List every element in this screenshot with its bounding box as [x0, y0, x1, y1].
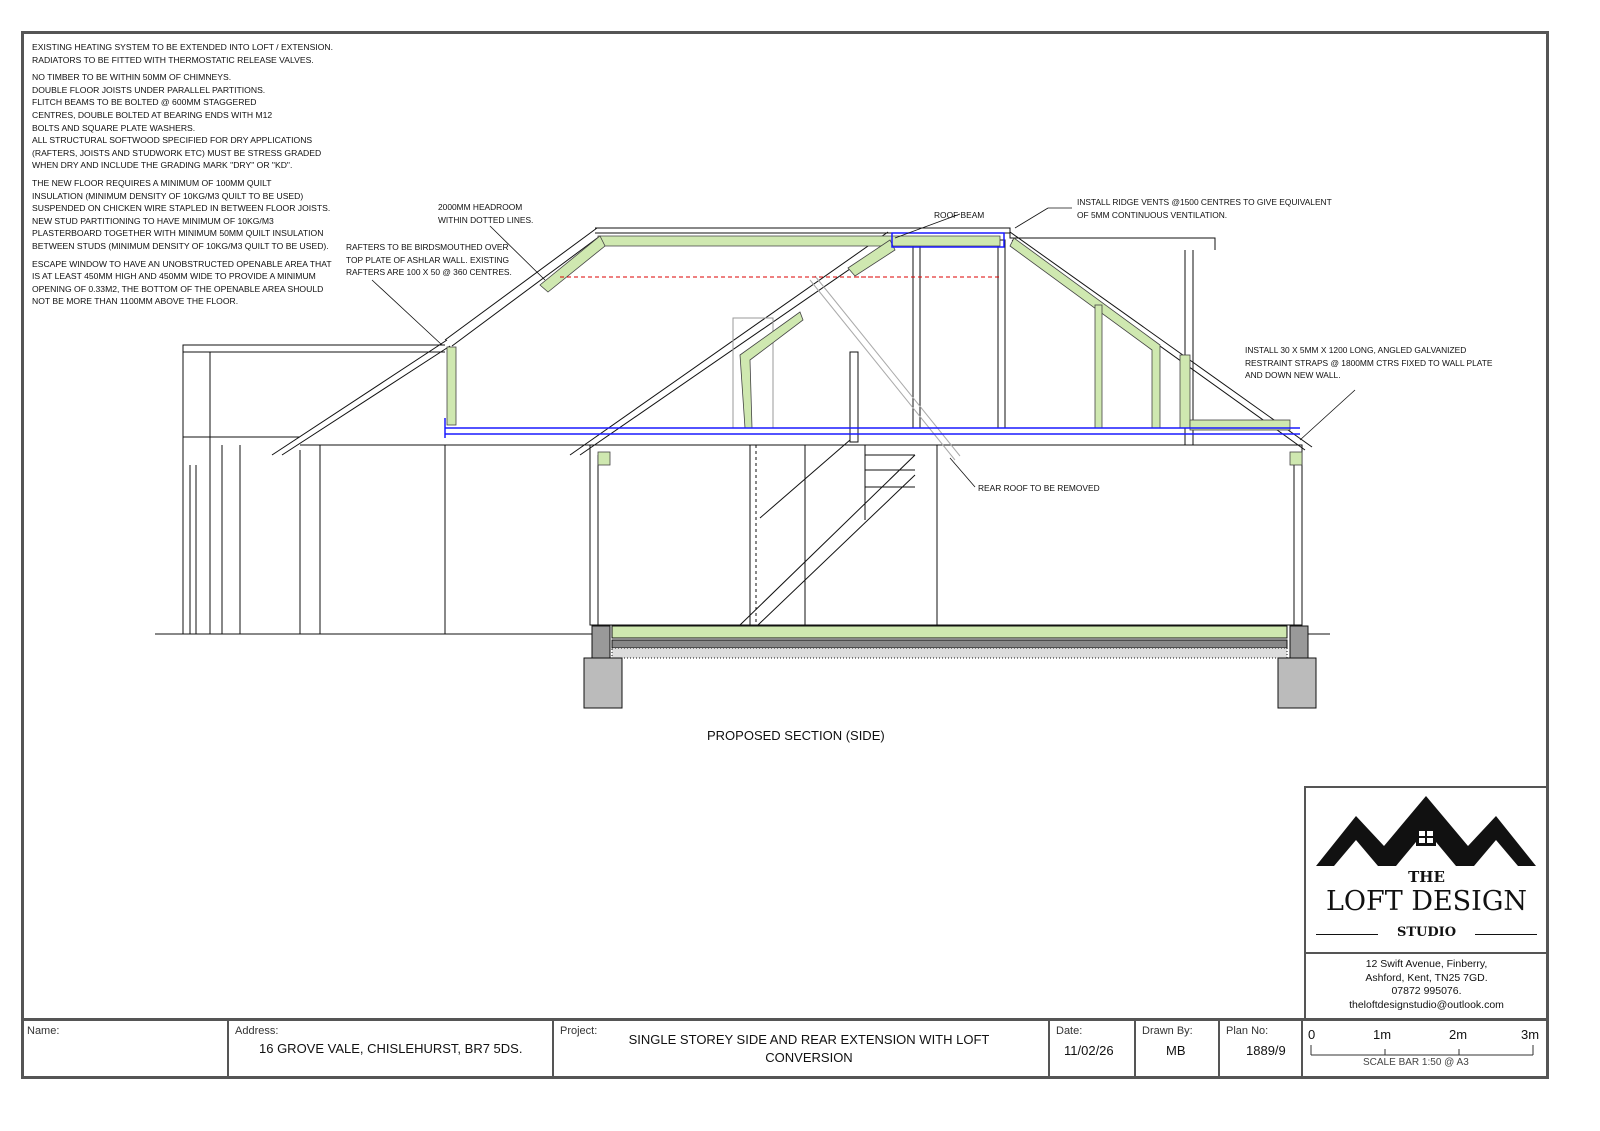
project-value: SINGLE STOREY SIDE AND REAR EXTENSION WI…: [628, 1032, 990, 1065]
roof-beam-annotation: ROOF BEAM: [934, 210, 985, 220]
general-notes: EXISTING HEATING SYSTEM TO BE EXTENDED I…: [32, 41, 352, 313]
scale-bar: 0 1m 2m 3m SCALE BAR 1:50 @ A3: [1303, 1021, 1546, 1079]
scale-tick-0: 0: [1308, 1027, 1316, 1042]
scale-tick-1m: 1m: [1373, 1027, 1392, 1042]
address-line: Ashford, Kent, TN25 7GD.: [1365, 971, 1488, 984]
staircase: [739, 454, 916, 626]
plan-no-cell: Plan No: 1889/9: [1220, 1021, 1303, 1079]
drawn-by-cell: Drawn By: MB: [1136, 1021, 1220, 1079]
note-floor: THE NEW FLOOR REQUIRES A MINIMUM OF 100M…: [32, 177, 331, 251]
project-cell: Project: SINGLE STOREY SIDE AND REAR EXT…: [554, 1021, 1050, 1079]
ridge-vents-annotation: INSTALL RIDGE VENTS @1500 CENTRES TO GIV…: [1077, 197, 1332, 220]
phone: 07872 995076.: [1391, 985, 1462, 997]
scale-bar-line: [1310, 1045, 1534, 1056]
date-label: Date:: [1056, 1025, 1083, 1037]
garage-roof: [182, 344, 445, 634]
plan-no-label: Plan No:: [1226, 1025, 1269, 1037]
scale-tick-3m: 3m: [1521, 1027, 1540, 1042]
name-label: Name:: [27, 1025, 60, 1037]
address-cell: Address: 16 GROVE VALE, CHISLEHURST, BR7…: [229, 1021, 554, 1079]
rear-roof-annotation: REAR ROOF TO BE REMOVED: [978, 483, 1100, 493]
drawn-by-label: Drawn By:: [1142, 1025, 1193, 1037]
logo-rule-right: [1475, 934, 1537, 935]
drawing-title: PROPOSED SECTION (SIDE): [707, 728, 885, 743]
headroom-annotation: 2000MM HEADROOM WITHIN DOTTED LINES.: [438, 202, 534, 225]
address-value: 16 GROVE VALE, CHISLEHURST, BR7 5DS.: [259, 1041, 523, 1056]
restraint-straps-annotation: INSTALL 30 X 5MM X 1200 LONG, ANGLED GAL…: [1245, 345, 1493, 380]
title-block: Name: Address: 16 GROVE VALE, CHISLEHURS…: [21, 1018, 1546, 1079]
logo-rule-left: [1316, 934, 1378, 935]
note-heating: EXISTING HEATING SYSTEM TO BE EXTENDED I…: [32, 42, 333, 65]
logo-name: LOFT DESIGN: [1325, 886, 1528, 917]
note-escape-window: ESCAPE WINDOW TO HAVE AN UNOBSTRUCTED OP…: [32, 258, 332, 307]
rafters-annotation: RAFTERS TO BE BIRDSMOUTHED OVER TOP PLAT…: [346, 242, 512, 277]
logo-studio: STUDIO: [1396, 925, 1457, 940]
note-timber: NO TIMBER TO BE WITHIN 50MM OF CHIMNEYS.…: [32, 72, 322, 171]
address-label: Address:: [235, 1025, 279, 1037]
side-roof: [271, 339, 448, 456]
house-roof-icon: [1316, 796, 1536, 866]
logo-the: THE: [1408, 868, 1445, 886]
company-logo: THE LOFT DESIGN STUDIO 12 Swift Avenue, …: [1304, 786, 1547, 1020]
date-cell: Date: 11/02/26: [1050, 1021, 1136, 1079]
date-value: 11/02/26: [1064, 1043, 1114, 1058]
address-line: 12 Swift Avenue, Finberry,: [1365, 958, 1488, 970]
drawn-by-value: MB: [1166, 1043, 1186, 1058]
studio-address: 12 Swift Avenue, Finberry, Ashford, Kent…: [1306, 952, 1547, 1012]
email: theloftdesignstudio@outlook.com: [1349, 998, 1504, 1011]
project-label: Project:: [560, 1025, 598, 1037]
scale-caption: SCALE BAR 1:50 @ A3: [1363, 1057, 1469, 1068]
scale-tick-2m: 2m: [1449, 1027, 1468, 1042]
plan-no-value: 1889/9: [1246, 1043, 1286, 1058]
drawing-frame: [21, 31, 1549, 1079]
roof-beam: [891, 232, 1005, 248]
name-cell: Name:: [21, 1021, 229, 1079]
